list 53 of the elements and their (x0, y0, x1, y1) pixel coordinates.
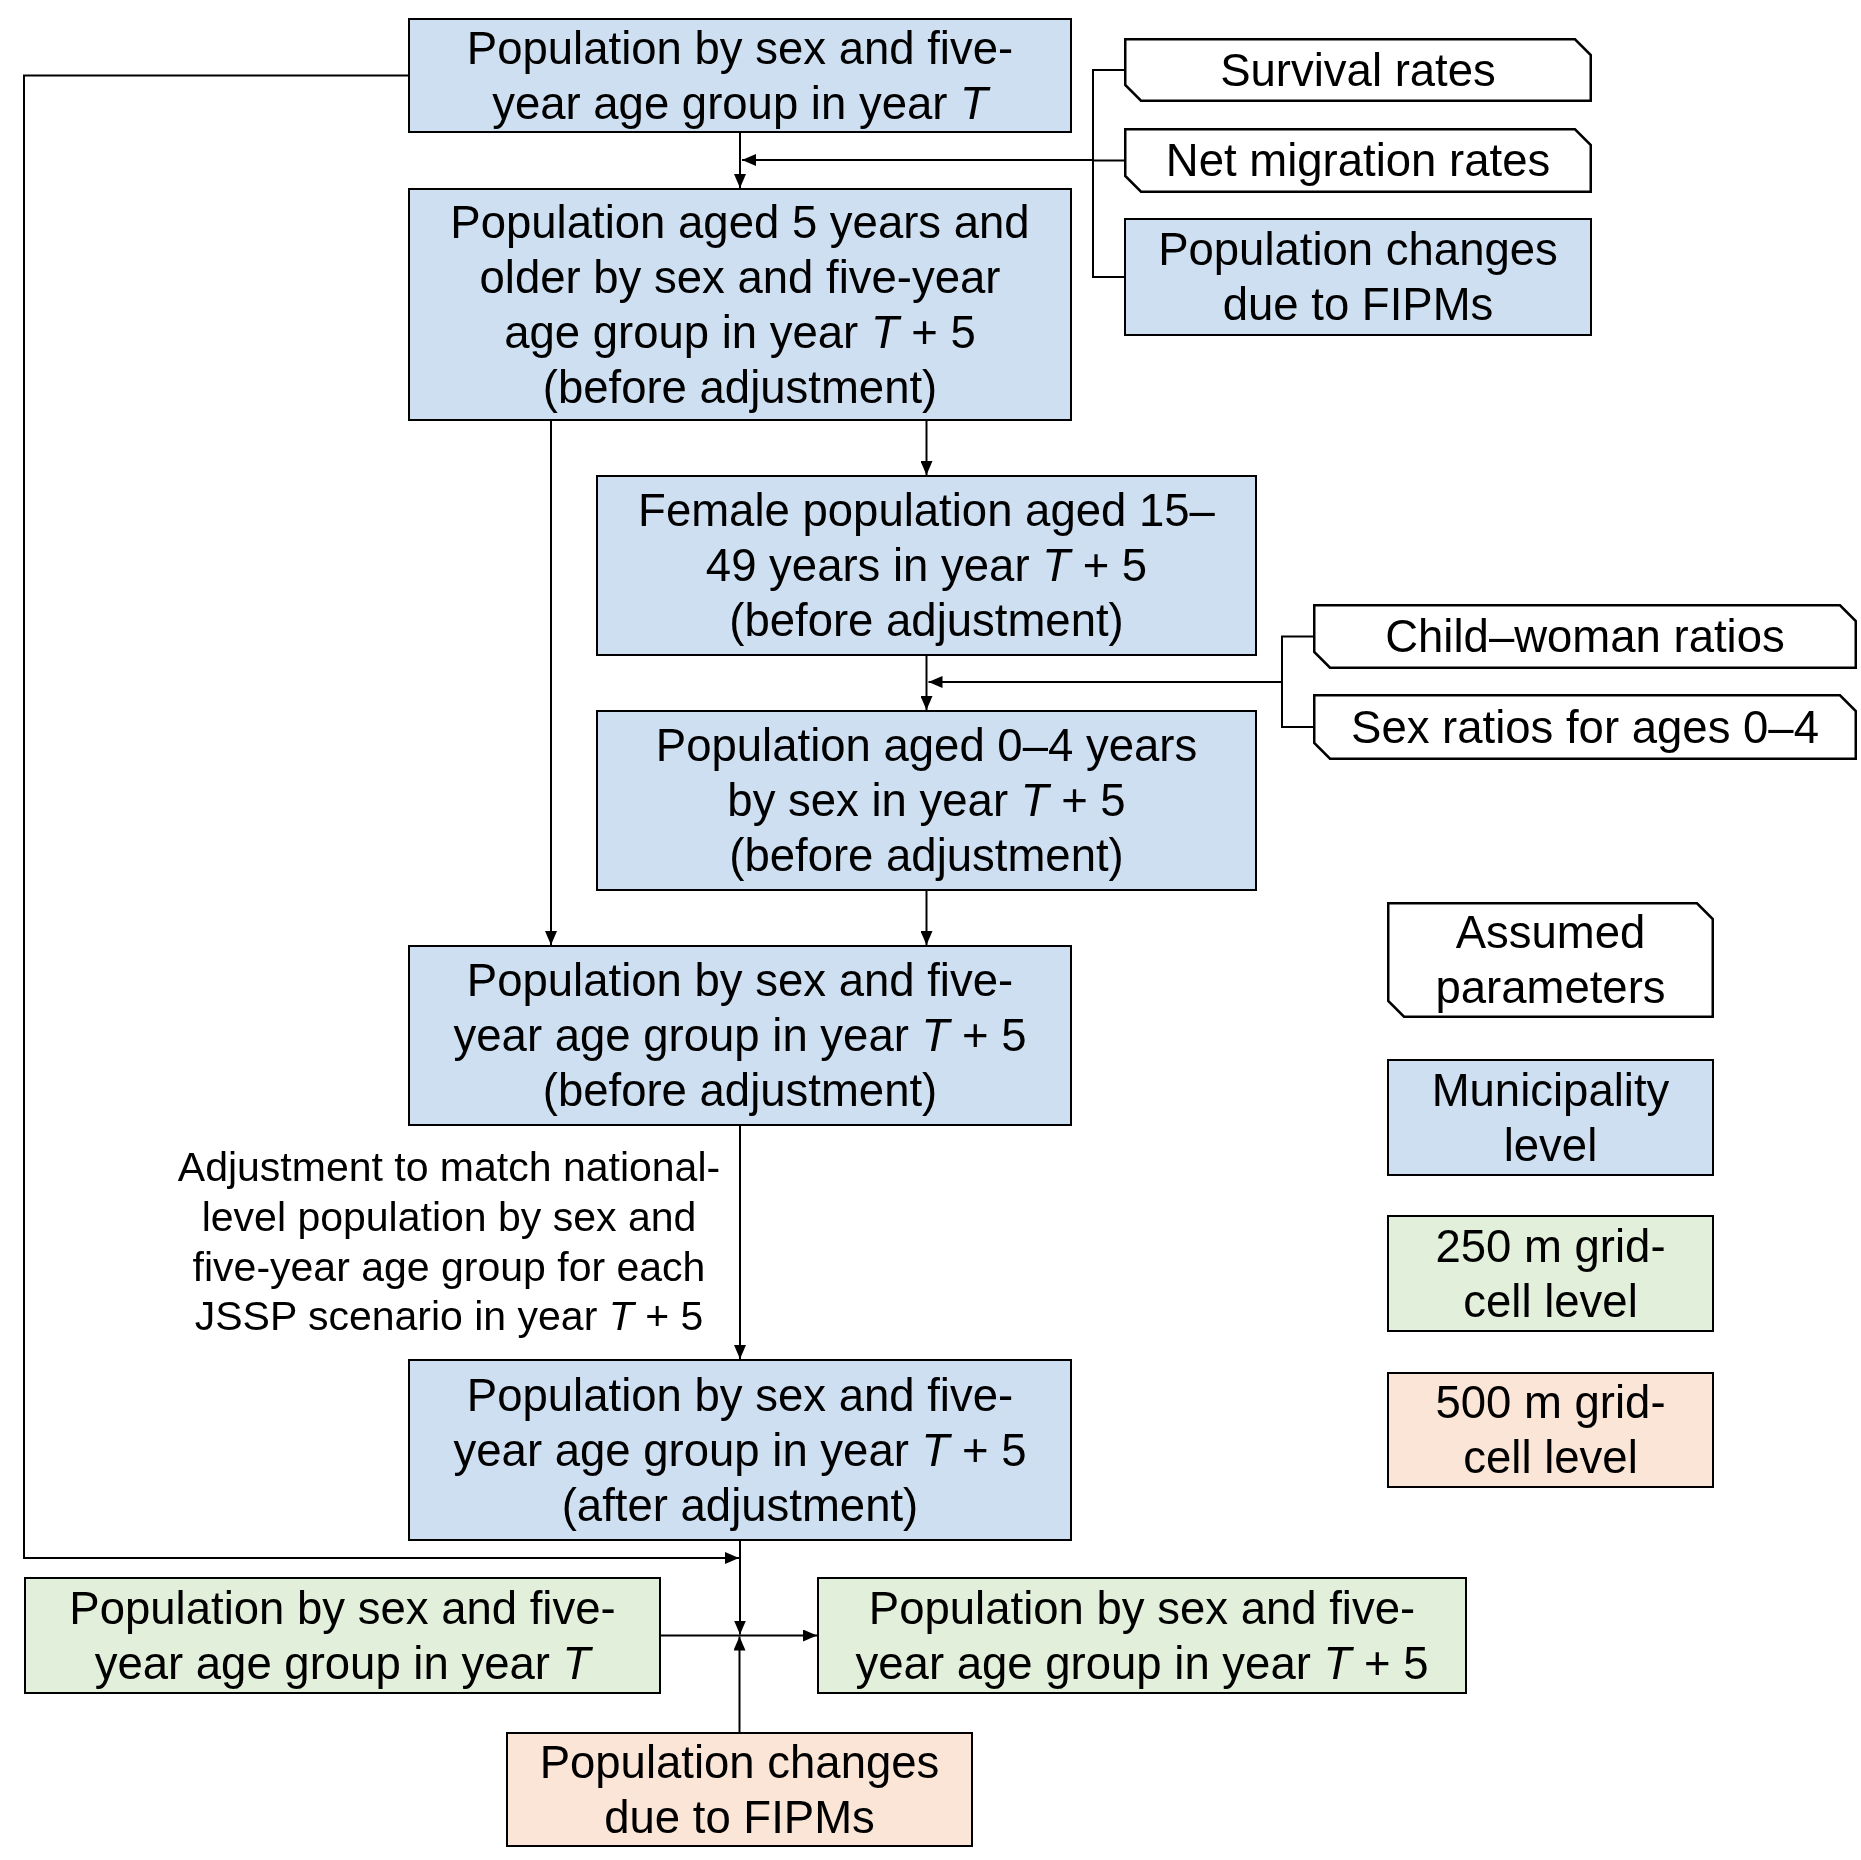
box-text: Population by sex and five-year age group in year T + 5 (before adjustment) (452, 954, 1028, 1118)
box-text: Population aged 0–4 years by sex in year T + 5 (before adjustment) (654, 719, 1199, 883)
box-text: Population aged 5 years and older by sex and five-year age group in year T + 5 (before adjustment) (449, 195, 1031, 415)
arrow (741, 154, 1094, 166)
process-box (596, 710, 1257, 891)
box-text: Population by sex and five-year age group in year T (465, 21, 1015, 131)
connector-line (739, 132, 741, 161)
connector-line (660, 1634, 741, 1637)
connector-line (1092, 159, 1125, 278)
arrow (920, 420, 933, 476)
process-box (408, 1359, 1072, 1541)
box-text: Population changes due to FIPMs (1157, 223, 1559, 332)
legend-text: Assumed parameters (1434, 906, 1667, 1015)
box-text: Population by sex and five-year age group in year T + 5 (854, 1581, 1430, 1691)
box-text: Sex ratios for ages 0–4 (1351, 700, 1819, 755)
parameter-box (1124, 38, 1592, 102)
connector-line (925, 655, 928, 683)
box-text: Child–woman ratios (1385, 610, 1785, 664)
connector-line (739, 1540, 741, 1559)
arrow (920, 681, 933, 711)
arrow (545, 420, 557, 946)
arrow (733, 1635, 746, 1733)
process-box (24, 1577, 661, 1694)
arrow (734, 1125, 746, 1360)
box-text: Female population aged 15–49 years in year T + 5 (before adjustment) (637, 484, 1216, 648)
process-box (1124, 218, 1592, 336)
box-text: Population by sex and five-year age group in year T + 5 (after adjustment) (452, 1368, 1028, 1533)
connector-line (1281, 681, 1314, 728)
arrow (920, 890, 933, 946)
box-text: Survival rates (1220, 43, 1496, 98)
legend-text: 500 m grid-cell level (1434, 1376, 1667, 1485)
legend-text: 250 m grid-cell level (1434, 1219, 1667, 1329)
box-text: Population changes due to FIPMs (538, 1735, 941, 1845)
connector-line (1092, 69, 1125, 161)
parameter-box (1124, 128, 1592, 193)
process-box (408, 945, 1072, 1126)
arrow (927, 676, 1283, 688)
legend-text: Municipality level (1430, 1063, 1671, 1173)
connector-line (1092, 159, 1125, 162)
box-text: Population by sex and five-year age group in year T (68, 1581, 617, 1691)
connector-line (1281, 635, 1314, 683)
arrow (23, 74, 740, 1564)
arrow (734, 159, 746, 189)
parameter-box (1313, 694, 1857, 760)
arrow (734, 1557, 746, 1636)
process-box (408, 188, 1072, 421)
arrow (739, 1629, 818, 1642)
parameter-box (1313, 604, 1857, 669)
process-box (817, 1577, 1467, 1694)
process-box (506, 1732, 973, 1847)
process-box (408, 18, 1072, 133)
process-box (596, 475, 1257, 656)
box-text: Net migration rates (1165, 134, 1551, 188)
